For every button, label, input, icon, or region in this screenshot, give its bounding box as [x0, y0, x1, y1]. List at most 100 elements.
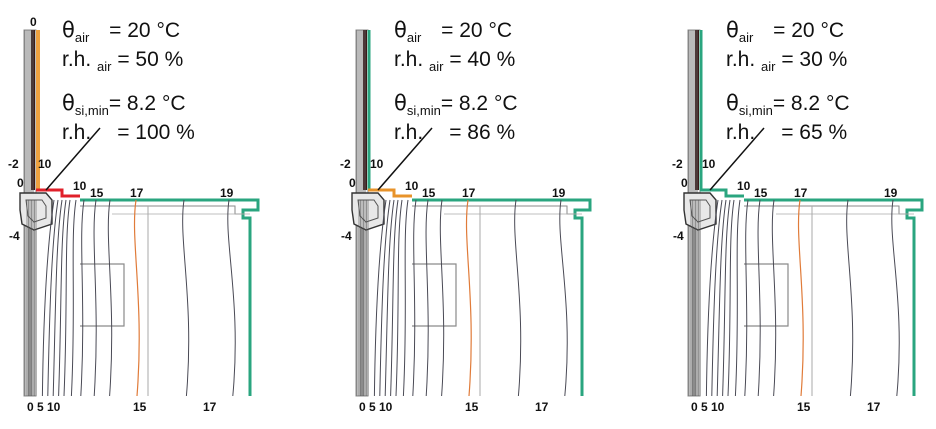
isotherm-line: [412, 199, 417, 397]
isotherm-line: [379, 199, 391, 397]
structure-box: [412, 263, 457, 327]
rh-surface-value: = 86 %: [449, 121, 516, 144]
frame-outline: [80, 198, 260, 396]
isotherm-line: [891, 199, 900, 397]
isotherm-line: [514, 199, 522, 397]
leader-line: [377, 127, 433, 191]
rh-surface-label: r.h.: [394, 121, 424, 144]
isotherm-label-top_15: 15: [422, 186, 436, 200]
theta-si-row: θsi,min= 8.2 °C: [726, 93, 850, 122]
rh-label: r.h.: [394, 48, 424, 71]
isotherm-label-top_0: 0: [30, 15, 37, 29]
rh-surface-label: r.h.: [726, 121, 756, 144]
rh-surface-value: = 65 %: [781, 121, 848, 144]
isotherm-line: [705, 199, 719, 397]
structure-box: [80, 263, 125, 327]
sill-profile-inner: [25, 199, 47, 223]
min-surface-highlight: [368, 188, 412, 198]
isotherm-line: [182, 199, 190, 397]
sill-profile-inner: [689, 199, 711, 223]
isotherm-label-bot_10: 10: [47, 400, 61, 414]
isotherm-line: [70, 199, 77, 397]
theta-air-symbol: θ: [726, 18, 739, 42]
isotherm-label-top_15: 15: [754, 186, 768, 200]
rh-label: r.h.: [62, 48, 92, 71]
rh-air-subscript: air: [429, 59, 444, 75]
isotherm-label-bot_5: 5: [701, 400, 708, 414]
isotherm-label-left_m2: -2: [8, 157, 19, 171]
theta-air-row: θair = 20 °C: [726, 20, 850, 49]
isotherm-label-left_m4: -4: [673, 229, 684, 243]
frame-inner-line: [80, 205, 244, 215]
isotherm-label-left_m2: -2: [340, 157, 351, 171]
air-subscript: air: [406, 30, 422, 46]
theta-air-value: = 20 °C: [773, 19, 845, 42]
isotherm-label-top_17: 17: [130, 186, 144, 200]
si-min-subscript: si,min: [738, 103, 773, 119]
theta-air-value: = 20 °C: [441, 19, 513, 42]
min-surface-highlight: [700, 188, 744, 198]
isotherm-line: [711, 199, 723, 397]
isotherm-label-bot_17: 17: [203, 400, 217, 414]
isotherm-label-bot_10: 10: [379, 400, 393, 414]
structure-box: [744, 263, 789, 327]
si-min-subscript: si,min: [406, 103, 441, 119]
isotherm-line: [41, 199, 55, 397]
si-min-subscript: si,min: [74, 103, 109, 119]
rh-air-value: = 30 %: [781, 48, 848, 71]
rh-air-row: r.h. air = 30 %: [726, 49, 850, 78]
isotherm-label-top_10: 10: [405, 179, 419, 193]
theta-si-row: θsi,min= 8.2 °C: [62, 93, 195, 122]
isotherm-label-left_m4: -4: [341, 229, 352, 243]
isotherm-line: [716, 199, 727, 397]
rh-air-subscript: air: [761, 59, 776, 75]
rh-surface-row: r.h. = 65 %: [726, 122, 850, 151]
frame-outline: [744, 198, 924, 396]
theta-air-row: θair = 20 °C: [62, 20, 195, 49]
isotherm-label-top_17: 17: [794, 186, 808, 200]
isotherm-line: [757, 199, 761, 397]
isotherm-label-bot_15: 15: [797, 400, 811, 414]
isotherm-label-bot_5: 5: [37, 400, 44, 414]
rh-surface-value: = 100 %: [117, 121, 195, 144]
air-subscript: air: [738, 30, 754, 46]
isotherm-label-left_0: 0: [17, 176, 24, 190]
isotherm-line: [395, 199, 403, 397]
isotherm-line: [734, 199, 741, 397]
theta-air-value: = 20 °C: [109, 19, 181, 42]
isotherm-label-bot_10: 10: [711, 400, 725, 414]
rh-label: r.h.: [726, 48, 756, 71]
theta-air-symbol: θ: [62, 18, 75, 42]
isotherm-label-left_10a: 10: [370, 157, 384, 171]
isotherm-line: [846, 199, 854, 397]
air-subscript: air: [74, 30, 90, 46]
isotherm-label-left_10a: 10: [702, 157, 716, 171]
rh-surface-label: r.h.: [62, 121, 92, 144]
isotherm-line: [373, 199, 387, 397]
isotherm-line: [80, 199, 85, 397]
sill-profile-inner: [357, 199, 379, 223]
isotherm-line: [402, 199, 409, 397]
isotherm-label-bot_15: 15: [465, 400, 479, 414]
theta-air-symbol: θ: [394, 18, 407, 42]
theta-si-value: = 8.2 °C: [772, 92, 850, 115]
rh-air-subscript: air: [97, 59, 112, 75]
rh-surface-row: r.h. = 86 %: [394, 122, 518, 151]
isotherm-dewpoint: [133, 199, 140, 397]
isotherm-label-top_19: 19: [220, 186, 234, 200]
frame-inner-line: [412, 205, 576, 215]
isotherm-label-top_19: 19: [552, 186, 566, 200]
isotherm-label-bot_0: 0: [27, 400, 34, 414]
isotherm-label-bot_15: 15: [133, 400, 147, 414]
isotherm-line: [63, 199, 71, 397]
isotherm-line: [727, 199, 735, 397]
isotherm-label-bot_0: 0: [691, 400, 698, 414]
frame-outline: [412, 198, 592, 396]
isotherm-label-top_10: 10: [737, 179, 751, 193]
